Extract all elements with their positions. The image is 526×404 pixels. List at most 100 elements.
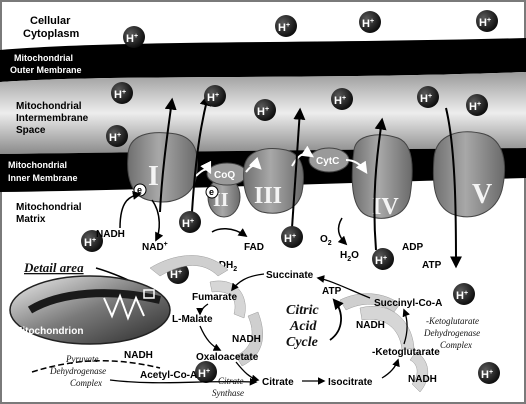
cycle-flow-arrows	[149, 255, 428, 393]
label-inner-membrane-1: Mitochondrial	[8, 160, 67, 170]
succinate-to-fumarate-arrow	[231, 273, 265, 292]
region-labels: Cellular Cytoplasm Mitochondrial Outer M…	[8, 15, 89, 225]
proton-ball: H+	[81, 230, 103, 252]
label-intermembrane-3: Space	[16, 125, 46, 136]
kgdh-label-3: Complex	[440, 340, 472, 350]
electron-i-label: e	[137, 185, 142, 195]
nad-label: NAD+	[142, 241, 168, 253]
kgdh-label-1: -Ketoglutarate	[426, 316, 479, 326]
svg-text:H+: H+	[278, 22, 290, 34]
complex-iv-label: IV	[372, 194, 399, 220]
electron-flow-coq-iii	[245, 156, 262, 173]
succinyl-coa-label: Succinyl-Co-A	[374, 298, 442, 309]
svg-text:H+: H+	[334, 95, 346, 107]
cycle-direction-arrow	[329, 298, 344, 341]
label-inner-membrane-2: Inner Membrane	[8, 173, 78, 183]
cs-label-2: Synthase	[212, 388, 244, 398]
pdc-label-1: Pyruvate	[65, 354, 98, 364]
coq: CoQ	[206, 162, 248, 186]
proton-ball: H+	[179, 211, 201, 233]
atp-label: ATP	[422, 260, 442, 271]
nadh-succinyl-label: NADH	[356, 320, 385, 331]
proton-ball: H+	[195, 361, 217, 383]
kgdh-label-2: Dehydrogenase	[423, 328, 480, 338]
proton-ball: H+	[466, 94, 488, 116]
complex-iii-label: III	[254, 183, 282, 209]
complex-i-to-nad-arrow	[151, 199, 164, 242]
acetyl-to-citrate-arrow	[109, 377, 258, 386]
citrate-label: Citrate	[262, 377, 294, 388]
acetyl-coa-label: Acetyl-Co-A	[140, 370, 197, 381]
pyruvate-dashed-line	[31, 360, 161, 373]
proton-ball: H+	[476, 10, 498, 32]
cycle-title-2: Acid	[289, 319, 317, 334]
proton-ball: H+	[372, 248, 394, 270]
proton-pump-i-arrow	[159, 97, 177, 213]
detail-area-label: Detail area	[23, 260, 84, 275]
nadh-pyruvate-label: NADH	[124, 350, 153, 361]
proton-ball: H+	[254, 99, 276, 121]
proton-ball: H+	[204, 85, 226, 107]
proton-ball: H+	[106, 125, 128, 147]
proton-ball: H+	[331, 88, 353, 110]
complex-v: V	[432, 131, 505, 218]
ketoglutarate-label: -Ketoglutarate	[372, 347, 440, 358]
l-malate-label: L-Malate	[172, 314, 213, 325]
proton-pump-i-arrow-2	[191, 93, 212, 213]
nadh-keto-label: NADH	[408, 374, 437, 385]
electron-ii: e	[205, 185, 219, 199]
svg-text:H+: H+	[114, 89, 126, 101]
atp-cycle-label: ATP	[322, 286, 342, 297]
mitochondrion-label: Mitochondrion	[14, 326, 83, 337]
proton-ball: H+	[359, 11, 381, 33]
label-matrix-1: Mitochondrial	[16, 202, 82, 213]
svg-text:H+: H+	[170, 269, 182, 281]
cycle-title: Citric Acid Cycle	[286, 298, 344, 350]
isocitrate-label: Isocitrate	[328, 377, 373, 388]
succinyl-to-succinate-arrow	[316, 275, 371, 299]
svg-text:H+: H+	[109, 132, 121, 144]
cytc: CytC	[308, 147, 350, 173]
proton-ball: H+	[281, 226, 303, 248]
svg-text:H+: H+	[257, 106, 269, 118]
svg-text:H+: H+	[207, 92, 219, 104]
svg-text:H+: H+	[469, 101, 481, 113]
cycle-arrows	[31, 273, 410, 386]
proton-ball: H+	[453, 283, 475, 305]
proton-ball: H+	[123, 26, 145, 48]
svg-text:H+: H+	[362, 18, 374, 30]
fad-cycle-arrow	[211, 228, 248, 238]
svg-text:H+: H+	[481, 369, 493, 381]
fumarate-label: Fumarate	[192, 292, 237, 303]
electron-flow-cytc-iv	[345, 159, 368, 174]
o2-label: O2	[320, 234, 332, 247]
label-intermembrane-1: Mitochondrial	[16, 101, 82, 112]
nadh-malate-label: NADH	[232, 334, 261, 345]
label-outer-membrane-1: Mitochondrial	[14, 53, 73, 63]
enzyme-labels: Pyruvate Dehydrogenase Complex Citrate S…	[49, 316, 480, 398]
nadh-to-complex-i-arrow	[119, 191, 142, 229]
proton-atp-synthase-arrow	[445, 107, 462, 269]
complex-v-label: V	[472, 179, 492, 210]
cycle-title-3: Cycle	[286, 335, 318, 350]
svg-text:H+: H+	[84, 237, 96, 249]
label-matrix-2: Matrix	[16, 214, 46, 225]
oxaloacetate-label: Oxaloacetate	[196, 352, 259, 363]
isocitrate-to-keto-arrow	[381, 358, 400, 379]
protons: H+ H+ H+ H+ H+ H+ H+ H+ H+ H+ H+ H+ H+ H…	[81, 10, 500, 384]
svg-text:H+: H+	[420, 93, 432, 105]
label-outer-membrane-2: Outer Membrane	[10, 65, 82, 75]
cycle-title-1: Citric	[286, 303, 319, 318]
electron-flow-iii-cytc	[291, 145, 314, 167]
cycle-metabolites: Succinate Fumarate L-Malate NADH Oxaloac…	[124, 270, 442, 388]
proton-ball: H+	[111, 82, 133, 104]
mitochondrion-inset: Detail area Mitochondrion	[9, 260, 171, 345]
proton-ball: H+	[478, 362, 500, 384]
label-cytoplasm-2: Cytoplasm	[23, 28, 79, 40]
cytc-label: CytC	[316, 156, 339, 167]
outer-membrane-band	[0, 38, 526, 82]
label-cytoplasm-1: Cellular	[30, 15, 71, 27]
coq-label: CoQ	[214, 170, 235, 181]
fumarate-to-malate-arrow	[196, 303, 209, 316]
